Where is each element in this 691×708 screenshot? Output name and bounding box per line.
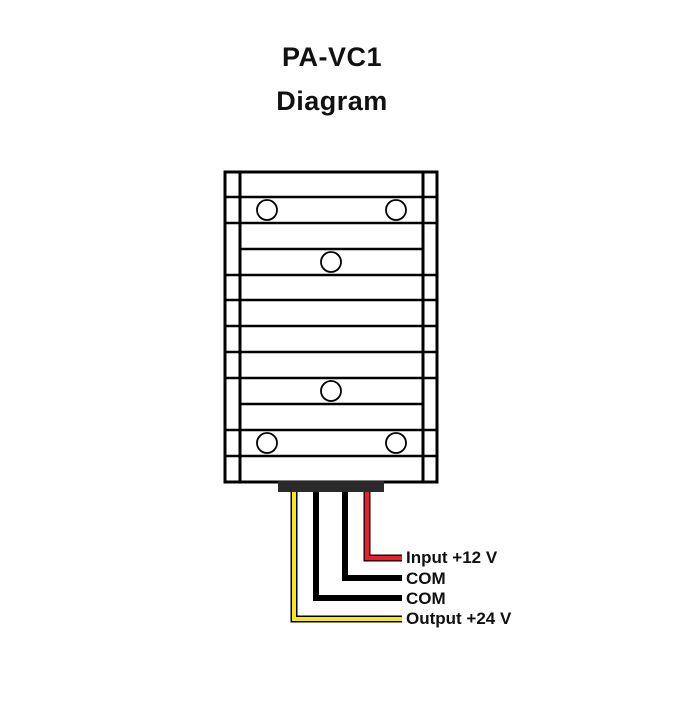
- diagram-title-subtitle: Diagram: [276, 86, 388, 116]
- wire-label-output: Output +24 V: [406, 609, 512, 628]
- mounting-hole-icon: [320, 380, 342, 402]
- mounting-hole-icon: [256, 432, 278, 454]
- mounting-hole-icon: [320, 251, 342, 273]
- wire-harness: [290, 492, 402, 623]
- wire-label-com-2: COM: [406, 589, 446, 608]
- mounting-hole-icon: [256, 199, 278, 221]
- wire-label-com-1: COM: [406, 569, 446, 588]
- wire-connector: [278, 481, 384, 492]
- mounting-hole-icon: [385, 432, 407, 454]
- converter-housing: [223, 170, 439, 484]
- wire-label-input: Input +12 V: [406, 548, 498, 567]
- mounting-holes: [256, 199, 407, 454]
- heatsink-fins: [225, 195, 437, 458]
- mounting-hole-icon: [385, 199, 407, 221]
- diagram-title-model: PA-VC1: [281, 42, 383, 72]
